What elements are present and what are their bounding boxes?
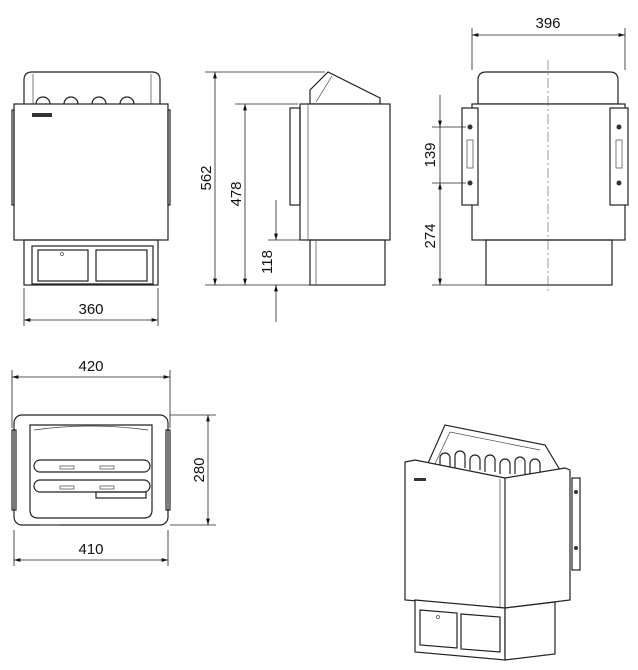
perspective-view	[404, 424, 581, 661]
svg-text:118: 118	[259, 250, 276, 274]
dim-heights: 562 478 118	[198, 71, 325, 322]
logo-plate	[32, 113, 52, 117]
top-view	[11, 414, 171, 526]
dim-front-width: 360	[23, 288, 159, 326]
front-view	[11, 71, 171, 286]
svg-text:562: 562	[198, 165, 215, 190]
side-view	[289, 71, 391, 286]
svg-text:410: 410	[78, 541, 103, 558]
svg-text:280: 280	[191, 457, 208, 482]
rear-view	[461, 60, 629, 292]
svg-text:139: 139	[422, 142, 439, 167]
logo-plate-perspective	[414, 478, 426, 481]
svg-text:360: 360	[78, 301, 103, 318]
svg-text:396: 396	[535, 15, 560, 32]
dim-rear: 396 139 274	[422, 15, 626, 286]
svg-text:274: 274	[422, 223, 439, 248]
svg-text:478: 478	[228, 181, 245, 206]
svg-text:420: 420	[78, 358, 103, 375]
dim-top: 420 280 410	[11, 358, 216, 566]
